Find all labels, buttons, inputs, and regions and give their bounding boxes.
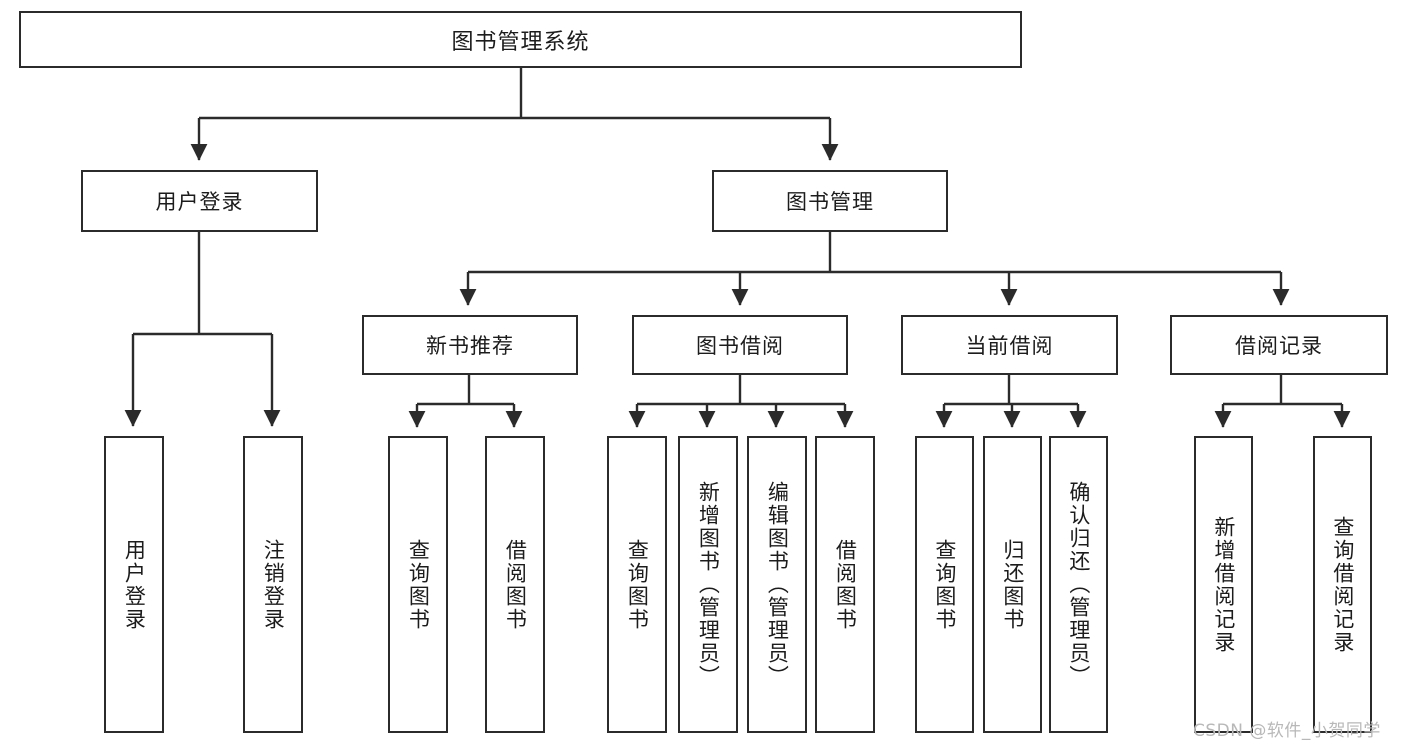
node-root-system-label: 图书管理系统 (451, 29, 590, 55)
node-root-system[interactable]: 图书管理系统 (19, 11, 1022, 68)
node-borrow-record[interactable]: 借阅记录 (1170, 315, 1388, 375)
leaf-query-book-2[interactable]: 查询图书 (607, 436, 667, 733)
leaf-query-record-label: 查询借阅记录 (1330, 515, 1355, 654)
leaf-query-book-3-label: 查询图书 (932, 538, 957, 631)
node-book-borrow-label: 图书借阅 (696, 334, 784, 358)
leaf-user-login[interactable]: 用户登录 (104, 436, 164, 733)
leaf-edit-book[interactable]: 编辑图书（管理员） (747, 436, 807, 733)
leaf-add-record[interactable]: 新增借阅记录 (1194, 436, 1253, 733)
node-borrow-record-label: 借阅记录 (1235, 334, 1323, 358)
leaf-logout-login-label: 注销登录 (261, 538, 286, 631)
leaf-user-login-label: 用户登录 (122, 538, 147, 631)
node-user-login-label: 用户登录 (155, 190, 244, 214)
leaf-query-book-2-label: 查询图书 (625, 538, 650, 631)
leaf-borrow-book-1-label: 借阅图书 (503, 538, 528, 631)
node-user-login[interactable]: 用户登录 (81, 170, 318, 232)
leaf-confirm-return[interactable]: 确认归还（管理员） (1049, 436, 1108, 733)
node-new-book-recommend-label: 新书推荐 (426, 334, 514, 358)
leaf-add-record-label: 新增借阅记录 (1211, 515, 1236, 654)
leaf-borrow-book-1[interactable]: 借阅图书 (485, 436, 545, 733)
node-book-manage[interactable]: 图书管理 (712, 170, 948, 232)
node-current-borrow-label: 当前借阅 (965, 334, 1054, 358)
leaf-query-record[interactable]: 查询借阅记录 (1313, 436, 1372, 733)
node-book-borrow[interactable]: 图书借阅 (632, 315, 848, 375)
leaf-query-book-3[interactable]: 查询图书 (915, 436, 974, 733)
leaf-borrow-book-2[interactable]: 借阅图书 (815, 436, 875, 733)
leaf-logout-login[interactable]: 注销登录 (243, 436, 303, 733)
leaf-return-book[interactable]: 归还图书 (983, 436, 1042, 733)
leaf-return-book-label: 归还图书 (1000, 538, 1025, 631)
leaf-query-book-1[interactable]: 查询图书 (388, 436, 448, 733)
leaf-add-book-label: 新增图书（管理员） (696, 481, 721, 688)
node-book-manage-label: 图书管理 (786, 190, 874, 214)
node-current-borrow[interactable]: 当前借阅 (901, 315, 1118, 375)
leaf-query-book-1-label: 查询图书 (406, 538, 431, 631)
watermark: CSDN @软件_小贺同学 (1193, 716, 1381, 741)
watermark-text: CSDN @软件_小贺同学 (1193, 721, 1381, 741)
leaf-add-book[interactable]: 新增图书（管理员） (678, 436, 738, 733)
leaf-edit-book-label: 编辑图书（管理员） (765, 481, 790, 688)
leaf-confirm-return-label: 确认归还（管理员） (1066, 481, 1091, 688)
node-new-book-recommend[interactable]: 新书推荐 (362, 315, 578, 375)
leaf-borrow-book-2-label: 借阅图书 (833, 538, 858, 631)
